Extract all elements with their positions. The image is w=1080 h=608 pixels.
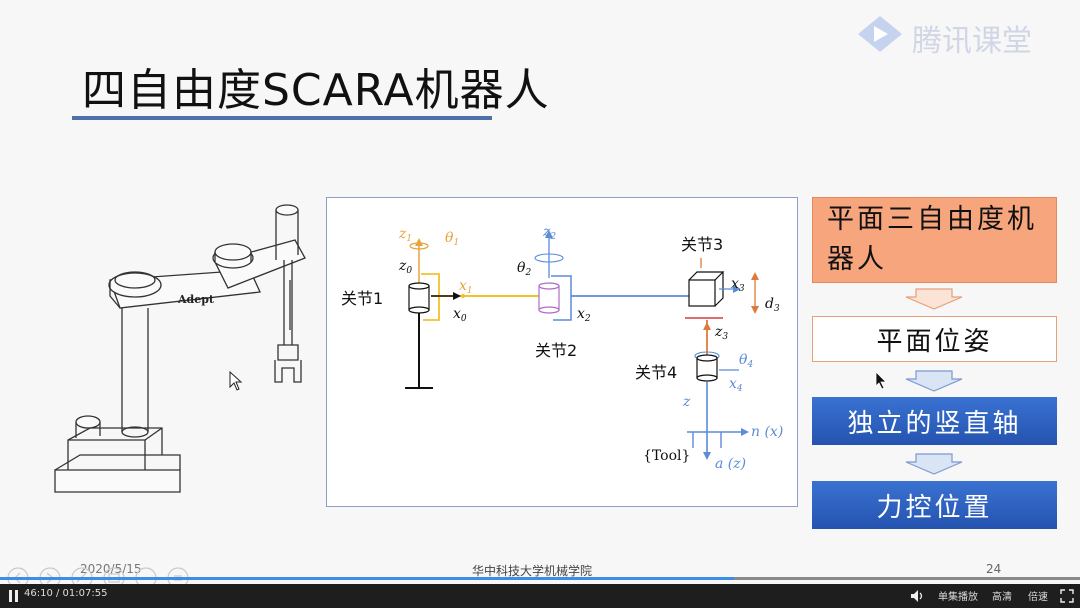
label-x0: x0 bbox=[453, 306, 467, 324]
tencent-classroom-logo: 腾讯课堂 bbox=[852, 12, 1052, 59]
label-tool: {Tool} bbox=[643, 448, 690, 464]
volume-icon[interactable] bbox=[910, 589, 926, 603]
arrow-down-icon bbox=[905, 370, 963, 392]
video-progress-fill[interactable] bbox=[0, 577, 735, 580]
label-x4: x4 bbox=[729, 376, 743, 394]
flow-box-force-control: 力控位置 bbox=[812, 481, 1057, 529]
label-x3: x3 bbox=[731, 276, 745, 294]
mouse-cursor-icon bbox=[229, 370, 243, 391]
play-logo-icon bbox=[858, 16, 902, 52]
label-z0: z0 bbox=[398, 258, 412, 276]
title-underline bbox=[72, 116, 492, 120]
mouse-cursor-icon bbox=[875, 371, 887, 390]
label-d3: d3 bbox=[765, 296, 780, 314]
arrow-down-icon bbox=[905, 288, 963, 310]
label-x1: x1 bbox=[459, 278, 473, 296]
label-z1: z1 bbox=[398, 226, 412, 244]
flow-box-planar-3dof: 平面三自由度机器人 bbox=[812, 197, 1057, 283]
flow-box-planar-pose: 平面位姿 bbox=[812, 316, 1057, 362]
kinematic-diagram: z1 θ1 z0 x1 x0 关节1 z2 θ2 x2 关节2 关节3 x3 d… bbox=[326, 197, 798, 507]
label-joint3: 关节3 bbox=[681, 235, 723, 254]
label-theta4: θ4 bbox=[739, 352, 753, 370]
logo-text: 腾讯课堂 bbox=[912, 24, 1032, 59]
footer-page-number: 24 bbox=[986, 562, 1002, 576]
fullscreen-icon[interactable] bbox=[1060, 589, 1074, 603]
single-loop-button[interactable]: 单集播放 bbox=[938, 592, 978, 603]
pause-icon[interactable] bbox=[8, 589, 20, 603]
label-a-z: a (z) bbox=[715, 456, 746, 472]
slide: 四自由度SCARA机器人 腾讯课堂 bbox=[54, 12, 1057, 578]
label-joint2: 关节2 bbox=[535, 341, 577, 360]
label-z3: z3 bbox=[714, 324, 728, 342]
slide-title: 四自由度SCARA机器人 bbox=[82, 65, 550, 116]
arrow-down-icon bbox=[905, 453, 963, 475]
robot-brand-label: Adept bbox=[177, 293, 215, 306]
quality-button[interactable]: 高清 bbox=[992, 592, 1012, 603]
label-theta2: θ2 bbox=[517, 260, 531, 278]
label-theta1: θ1 bbox=[445, 230, 459, 248]
video-control-bar bbox=[0, 584, 1080, 608]
label-z2: z2 bbox=[542, 224, 556, 242]
footer-school: 华中科技大学机械学院 bbox=[472, 564, 593, 578]
label-z: z bbox=[682, 394, 691, 410]
label-n-x: n (x) bbox=[751, 424, 783, 440]
label-joint1: 关节1 bbox=[341, 289, 383, 308]
label-x2: x2 bbox=[577, 306, 591, 324]
speed-button[interactable]: 倍速 bbox=[1028, 592, 1048, 603]
scara-robot-illustration: Adept bbox=[54, 204, 306, 493]
label-joint4: 关节4 bbox=[635, 363, 677, 382]
video-time: 46:10 / 01:07:55 bbox=[24, 588, 108, 599]
flow-box-vertical-axis: 独立的竖直轴 bbox=[812, 397, 1057, 445]
